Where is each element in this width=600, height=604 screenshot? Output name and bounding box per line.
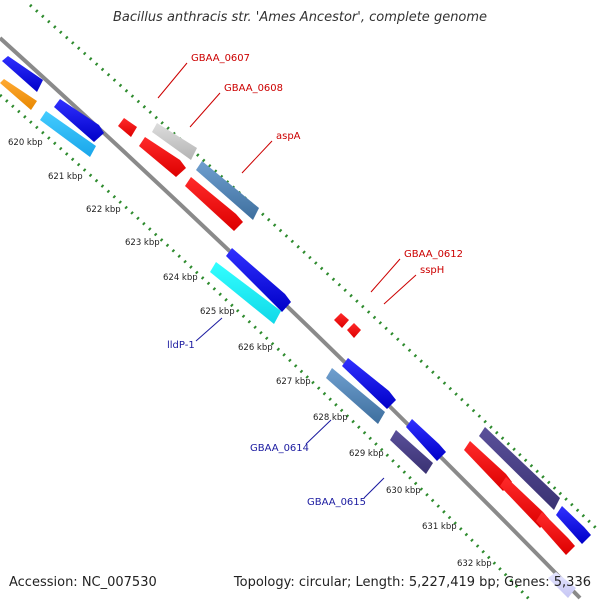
gene-arrow	[54, 99, 104, 142]
tick-label: 627 kbp	[276, 377, 311, 387]
gene-label-leader	[363, 477, 385, 499]
inner-dotted-guide	[0, 93, 532, 602]
axis-ticks: 620 kbp 621 kbp 622 kbp 623 kbp 624 kbp 625 k…	[8, 138, 492, 569]
gene-label: aspA	[276, 131, 301, 142]
tick-label: 630 kbp	[386, 486, 421, 496]
tick-label: 625 kbp	[200, 307, 235, 317]
gene-label-leader	[195, 317, 223, 342]
gene-label: GBAA_0607	[191, 53, 250, 64]
tick-label: 624 kbp	[163, 273, 198, 283]
gene-arrow	[139, 137, 186, 177]
gene-arrow	[152, 123, 197, 160]
map-title: Bacillus anthracis str. 'Ames Ancestor',…	[112, 10, 488, 25]
gene-arrow	[2, 56, 43, 92]
tick-label: 623 kbp	[125, 238, 160, 248]
gene-arrow	[342, 358, 396, 409]
tick-label: 626 kbp	[238, 343, 273, 353]
gene-arrow	[500, 477, 549, 528]
genome-backbone	[0, 36, 582, 600]
gene-label-leader	[305, 419, 332, 445]
tick-label: 628 kbp	[313, 413, 348, 423]
gene-arrow	[118, 118, 137, 137]
gene-label: GBAA_0614	[250, 443, 309, 454]
gene-arrow	[548, 572, 576, 598]
gene-label: sspH	[420, 265, 444, 276]
gene-arrow	[185, 177, 243, 231]
gene-arrow	[347, 323, 361, 338]
gene-label: lldP-1	[167, 340, 195, 351]
gene-label: GBAA_0608	[224, 83, 283, 94]
gene-arrow	[210, 262, 281, 324]
gene-label: GBAA_0615	[307, 497, 366, 508]
gene-label-leader	[157, 62, 188, 99]
gene-arrow	[556, 506, 591, 544]
gene-arrow	[40, 111, 96, 157]
gene-label-leader	[383, 274, 417, 305]
gene-arrow	[536, 512, 575, 555]
gene-arrow	[390, 430, 433, 474]
gene-arrow	[226, 248, 291, 312]
gene-label-leader	[370, 258, 401, 293]
gene-arrow	[479, 427, 560, 510]
gene-label-leader	[241, 140, 273, 174]
outer-gene-track	[0, 56, 591, 598]
gene-arrow	[334, 313, 349, 328]
accession-text: Accession: NC_007530	[9, 575, 157, 590]
gene-label: GBAA_0612	[404, 249, 463, 260]
tick-label: 620 kbp	[8, 138, 43, 148]
gene-label-leader	[189, 92, 221, 128]
tick-label: 629 kbp	[349, 449, 384, 459]
gene-arrow	[0, 79, 37, 110]
tick-label: 621 kbp	[48, 172, 83, 182]
tick-label: 622 kbp	[86, 205, 121, 215]
gene-arrow	[196, 161, 259, 220]
gene-arrow	[464, 441, 512, 491]
outer-dotted-guide	[29, 3, 600, 532]
gene-arrow	[406, 419, 446, 461]
gene-arrow	[326, 368, 385, 424]
tick-label: 632 kbp	[457, 559, 492, 569]
tick-label: 631 kbp	[422, 522, 457, 532]
topology-text: Topology: circular; Length: 5,227,419 bp…	[233, 575, 591, 590]
